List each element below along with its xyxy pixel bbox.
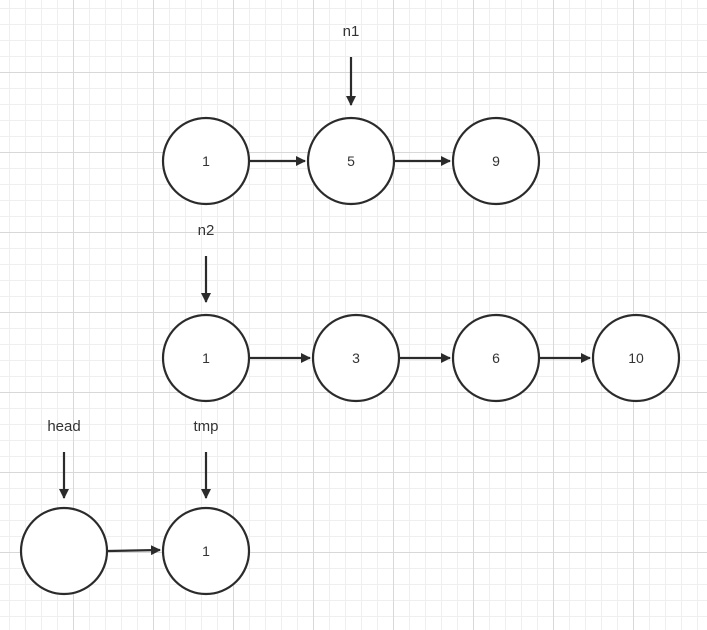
- pointer-n2: n2: [198, 222, 215, 303]
- list1-node-5: 5: [306, 116, 396, 206]
- result-node-1: 1: [161, 506, 251, 596]
- edge-result-0-1: [107, 545, 161, 556]
- list1: 1 5 9: [161, 116, 541, 206]
- list1-node-9: 9: [451, 116, 541, 206]
- list2: 1 3 6 10: [161, 313, 681, 403]
- pointer-n1: n1: [343, 23, 360, 106]
- list2-node-3-value: 3: [352, 350, 360, 366]
- list2-node-6-value: 6: [492, 350, 500, 366]
- list2-node-10: 10: [591, 313, 681, 403]
- pointer-head-label: head: [47, 418, 80, 435]
- pointer-head: head: [47, 418, 81, 499]
- pointer-tmp-label: tmp: [193, 418, 218, 435]
- list2-node-6: 6: [451, 313, 541, 403]
- result-node-1-value: 1: [202, 543, 210, 559]
- result-node-dummy: [19, 506, 109, 596]
- list1-node-1: 1: [161, 116, 251, 206]
- pointer-tmp: tmp: [193, 418, 219, 499]
- list2-node-3: 3: [311, 313, 401, 403]
- list2-node-10-value: 10: [628, 350, 644, 366]
- list1-node-1-value: 1: [202, 153, 210, 169]
- result-list: 1: [19, 506, 251, 596]
- list2-node-1-value: 1: [202, 350, 210, 366]
- list1-node-5-value: 5: [347, 153, 355, 169]
- pointer-n1-label: n1: [343, 23, 360, 40]
- pointer-n2-label: n2: [198, 222, 215, 239]
- list2-node-1: 1: [161, 313, 251, 403]
- list1-node-9-value: 9: [492, 153, 500, 169]
